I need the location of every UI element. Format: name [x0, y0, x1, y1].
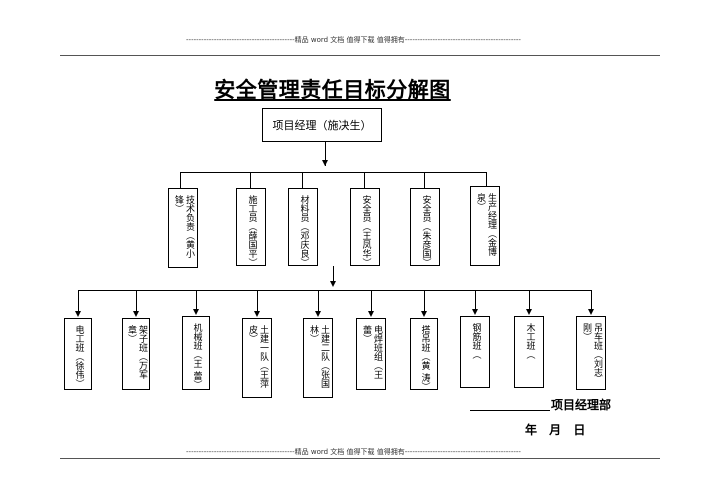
drop-line — [250, 172, 251, 188]
arrow-down — [133, 311, 139, 317]
drop-line — [486, 172, 487, 186]
team-label: 搭吊班（黄 涛） — [419, 325, 430, 391]
drop-line — [475, 290, 476, 310]
arrow-down — [75, 311, 81, 317]
arrow-down — [330, 281, 336, 287]
drop-line — [78, 290, 79, 312]
page-header: ----------------------------------------… — [186, 36, 521, 44]
team-label: 电工班（徐伟） — [73, 325, 84, 388]
page-footer: ----------------------------------------… — [186, 448, 521, 456]
header-rule — [60, 55, 660, 56]
team-box-electrical: 电工班（徐伟） — [64, 318, 92, 390]
team-box-civil-2: 土建二队（张国林） — [303, 318, 333, 398]
team-box-machinery: 机械班（王 蕾） — [182, 316, 210, 390]
row1-bus-line — [180, 172, 486, 173]
team-label: 机械班（王 蕾） — [191, 323, 202, 389]
team-box-civil-1: 土建一队（王萍皮） — [242, 318, 272, 398]
footer-rule — [60, 458, 660, 459]
arrow-down — [472, 309, 478, 315]
team-box-scaffold: 架子班（万军章） — [122, 318, 150, 390]
team-label: 木工班（ — [524, 323, 535, 359]
arrow-down — [322, 160, 328, 166]
role-box-tech-lead: 技术负责（黄小锋） — [168, 188, 198, 268]
project-manager-label: 项目经理（施决生） — [272, 119, 372, 132]
role-label: 技术负责（黄小锋） — [173, 195, 194, 258]
drop-line — [591, 290, 592, 310]
drop-line — [136, 290, 137, 312]
drop-line — [371, 290, 372, 312]
role-label: 安全员（王凤华） — [360, 195, 371, 267]
signature-line — [470, 410, 550, 411]
team-label: 架子班（万军章） — [126, 325, 147, 379]
role-label: 安全员（朱彦国） — [420, 195, 431, 267]
arrow-down — [368, 311, 374, 317]
drop-line — [364, 172, 365, 188]
team-label: 钢筋班（ — [470, 323, 481, 359]
role-label: 生产经理（金博泉） — [475, 193, 496, 256]
arrow-down — [193, 309, 199, 315]
drop-line — [529, 290, 530, 310]
arrow-down — [421, 311, 427, 317]
connector-line — [333, 266, 334, 284]
role-box-construction: 施工员（薛国平） — [236, 188, 266, 267]
drop-line — [302, 172, 303, 188]
team-box-carpentry: 木工班（ — [514, 316, 544, 388]
project-manager-box: 项目经理（施决生） — [262, 108, 382, 142]
team-box-crane: 吊车班（刘志刚） — [576, 316, 606, 390]
drop-line — [424, 172, 425, 188]
arrow-down — [254, 311, 260, 317]
drop-line — [424, 290, 425, 312]
team-box-welding: 电焊班组（王 蕾） — [356, 318, 386, 390]
team-label: 土建一队（王萍皮） — [247, 325, 268, 388]
row2-bus-line — [78, 290, 591, 291]
drop-line — [180, 172, 181, 188]
arrow-down — [588, 309, 594, 315]
drop-line — [257, 290, 258, 312]
role-box-materials: 材料员（邓庆良） — [288, 188, 318, 267]
drop-line — [196, 290, 197, 310]
drop-line — [318, 290, 319, 312]
team-label: 吊车班（刘志刚） — [581, 323, 602, 377]
role-box-safety-1: 安全员（王凤华） — [350, 188, 380, 267]
team-label: 土建二队（张国林） — [308, 325, 329, 388]
arrow-down — [526, 309, 532, 315]
role-box-safety-2: 安全员（朱彦国） — [410, 188, 440, 267]
role-box-production: 生产经理（金博泉） — [470, 186, 500, 266]
team-label: 电焊班组（王 蕾） — [361, 325, 382, 379]
team-box-rigging: 搭吊班（黄 涛） — [410, 318, 438, 391]
connector-line — [325, 142, 326, 166]
arrow-down — [315, 311, 321, 317]
team-box-rebar: 钢筋班（ — [460, 316, 490, 388]
date-label: 年 月 日 — [525, 423, 586, 437]
role-label: 材料员（邓庆良） — [298, 195, 309, 267]
signature-label: 项目经理部 — [551, 398, 612, 412]
document-title: 安全管理责任目标分解图 — [214, 77, 451, 102]
role-label: 施工员（薛国平） — [246, 195, 257, 267]
